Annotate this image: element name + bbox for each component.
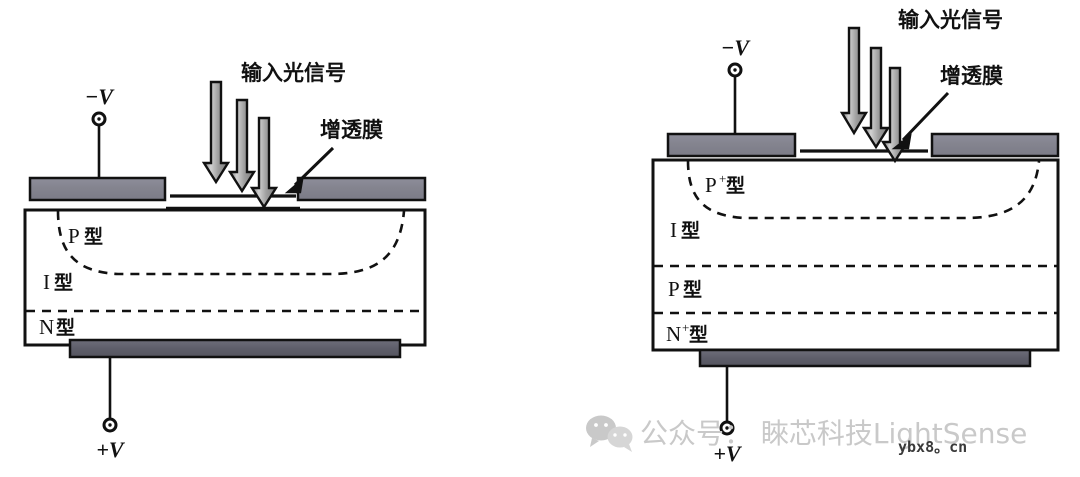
right-bottom-electrode xyxy=(698,348,1032,368)
right-layer-suffix-0: 型 xyxy=(726,174,745,197)
left-light-signal-label: 输入光信号 xyxy=(241,61,346,85)
left-film-leader-arrow xyxy=(284,146,335,194)
right-positive-terminal-dot xyxy=(725,426,729,430)
left-negative-voltage-label: −V xyxy=(85,84,115,109)
left-layer-label-2: N 型 xyxy=(39,315,75,339)
left-top-right-electrode xyxy=(296,176,427,202)
left-diagram-group: −V +V 输入光信号 增透膜 xyxy=(23,61,427,462)
right-layer-label-2: P 型 xyxy=(668,277,702,301)
left-light-arrow-1 xyxy=(201,80,231,185)
right-layer-suffix-3: 型 xyxy=(689,323,708,346)
right-negative-voltage-label: −V xyxy=(721,35,751,60)
wechat-icon xyxy=(586,415,633,452)
right-device-body xyxy=(651,158,1060,352)
left-light-arrow-2 xyxy=(227,98,257,194)
right-light-arrow-1 xyxy=(839,26,869,136)
left-antireflective-film-label: 增透膜 xyxy=(320,118,383,142)
right-layer-symbol-0: P xyxy=(705,173,717,197)
left-p-junction-boundary xyxy=(56,210,406,276)
right-layer-suffix-1: 型 xyxy=(681,219,700,242)
left-layer-suffix-1: 型 xyxy=(54,271,73,294)
watermark-group: 公众号： 睞芯科技LightSense ybx8。cn xyxy=(586,415,1027,456)
left-layer-suffix-0: 型 xyxy=(84,225,103,248)
left-bottom-electrode xyxy=(68,338,402,359)
right-diagram-group: −V +V 输入光信号 增透膜 xyxy=(651,8,1060,466)
right-layer-symbol-3: N xyxy=(666,322,681,346)
left-layer-symbol-1: I xyxy=(43,270,50,294)
left-device-body xyxy=(23,208,427,347)
right-light-signal-label: 输入光信号 xyxy=(898,8,1003,32)
left-negative-terminal-dot xyxy=(97,117,101,121)
right-top-right-electrode xyxy=(930,132,1060,158)
left-layer-suffix-2: 型 xyxy=(56,316,75,339)
left-layer-symbol-2: N xyxy=(39,315,54,339)
left-layer-symbol-0: P xyxy=(68,224,80,248)
right-light-arrow-3 xyxy=(880,66,910,164)
right-layer-sup-3: + xyxy=(682,320,689,335)
right-antireflective-film-label: 增透膜 xyxy=(940,64,1003,88)
right-layer-label-1: I 型 xyxy=(670,218,700,242)
left-layer-label-1: I 型 xyxy=(43,270,73,294)
right-light-arrow-2 xyxy=(861,46,891,150)
right-positive-voltage-label: +V xyxy=(713,441,743,466)
right-top-left-electrode xyxy=(666,132,797,158)
right-negative-terminal-dot xyxy=(733,68,737,72)
watermark-account-text: 公众号： 睞芯科技LightSense xyxy=(640,417,1027,450)
right-layer-symbol-1: I xyxy=(670,218,677,242)
left-light-arrow-3 xyxy=(249,116,279,210)
right-layer-suffix-2: 型 xyxy=(683,278,702,301)
left-positive-voltage-label: +V xyxy=(96,437,126,462)
right-layer-label-0: P + 型 xyxy=(705,171,745,197)
right-layer-symbol-2: P xyxy=(668,277,680,301)
left-positive-terminal-dot xyxy=(108,423,112,427)
left-top-left-electrode xyxy=(28,176,167,202)
right-layer-label-3: N + 型 xyxy=(666,320,708,346)
left-layer-label-0: P 型 xyxy=(68,224,103,248)
right-film-leader-arrow xyxy=(891,91,950,150)
right-layer-sup-0: + xyxy=(719,171,726,186)
watermark-site-text: ybx8。cn xyxy=(898,438,967,456)
